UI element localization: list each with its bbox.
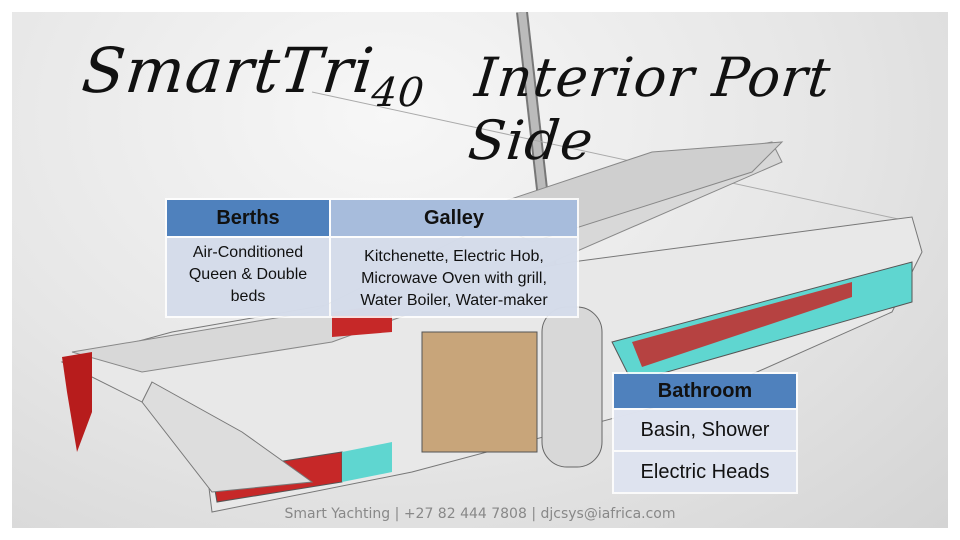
berths-galley-table: Berths Galley Air-Conditioned Queen & Do… [165,198,579,318]
berths-cell: Air-Conditioned Queen & Double beds [167,238,329,316]
bathroom-row: Electric Heads [614,452,796,492]
galley-line: Kitchenette, Electric Hob, [364,248,544,265]
bathroom-row: Basin, Shower [614,410,796,450]
berths-header: Berths [167,200,329,236]
galley-header: Galley [331,200,577,236]
brand-title: SmartTri40 [78,34,431,116]
brand-model-number: 40 [369,70,428,116]
bathroom-table: Bathroom Basin, Shower Electric Heads [612,372,798,494]
berths-line: Queen & Double [188,266,308,283]
galley-line: Water Boiler, Water-maker [360,292,548,309]
slide-title: Interior Port Side [465,46,835,172]
berths-line: Air-Conditioned [192,244,304,261]
berths-line: beds [230,288,266,305]
slide: SmartTri40 Interior Port Side Berths Gal… [12,12,948,528]
galley-cell: Kitchenette, Electric Hob, Microwave Ove… [331,238,577,316]
footer-contact: Smart Yachting | +27 82 444 7808 | djcsy… [284,506,676,522]
brand-name: SmartTri [78,34,378,107]
galley-line: Microwave Oven with grill, [361,270,547,287]
bathroom-header: Bathroom [614,374,796,408]
